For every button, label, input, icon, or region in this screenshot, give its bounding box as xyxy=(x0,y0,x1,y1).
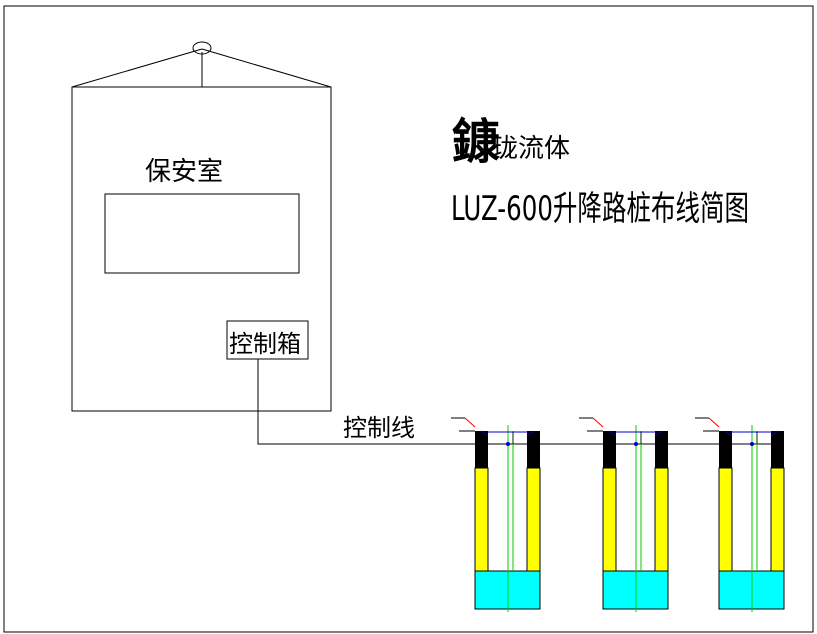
leader-line xyxy=(708,417,720,428)
brand-name: 珑流体 xyxy=(492,134,570,164)
control-box xyxy=(226,320,309,360)
left-post-top xyxy=(475,431,488,468)
wire-tick-right xyxy=(526,430,535,437)
guard-room-window xyxy=(104,193,300,274)
junction-dot xyxy=(634,442,638,446)
roof-right xyxy=(201,48,332,88)
wire-tick-left xyxy=(608,430,617,437)
bollard-2 xyxy=(579,417,669,612)
brand-char: 鏮 xyxy=(452,114,501,170)
roof-ring-icon xyxy=(192,41,212,55)
guard-room-outline xyxy=(71,86,332,412)
left-post-body xyxy=(602,467,617,572)
left-post-body xyxy=(474,467,489,572)
right-post-top xyxy=(527,431,540,468)
bollards-group xyxy=(451,417,785,612)
wire-tick-right xyxy=(654,430,663,437)
junction-dot xyxy=(750,442,754,446)
bollard-3 xyxy=(695,417,785,612)
roof-left xyxy=(71,48,203,88)
right-post-top xyxy=(771,431,784,468)
bollard-1 xyxy=(451,417,541,612)
guard-room-label: 保安室 xyxy=(145,157,223,187)
left-post-top xyxy=(719,431,732,468)
leader-line xyxy=(464,417,476,428)
leader-line xyxy=(592,417,604,428)
wire-tick-left xyxy=(724,430,733,437)
control-line-label: 控制线 xyxy=(343,414,415,442)
junction-dot xyxy=(506,442,510,446)
wire-tick-right xyxy=(770,430,779,437)
diagram-subtitle: LUZ-600升降路桩布线简图 xyxy=(451,189,749,229)
right-post-body xyxy=(654,467,669,572)
right-post-body xyxy=(770,467,785,572)
right-post-top xyxy=(655,431,668,468)
wire-tick-left xyxy=(480,430,489,437)
drawing-border xyxy=(3,5,814,633)
left-post-body xyxy=(718,467,733,572)
control-box-label: 控制箱 xyxy=(229,330,301,358)
right-post-body xyxy=(526,467,541,572)
guard-room: 保安室 控制箱 xyxy=(71,41,332,412)
left-post-top xyxy=(603,431,616,468)
